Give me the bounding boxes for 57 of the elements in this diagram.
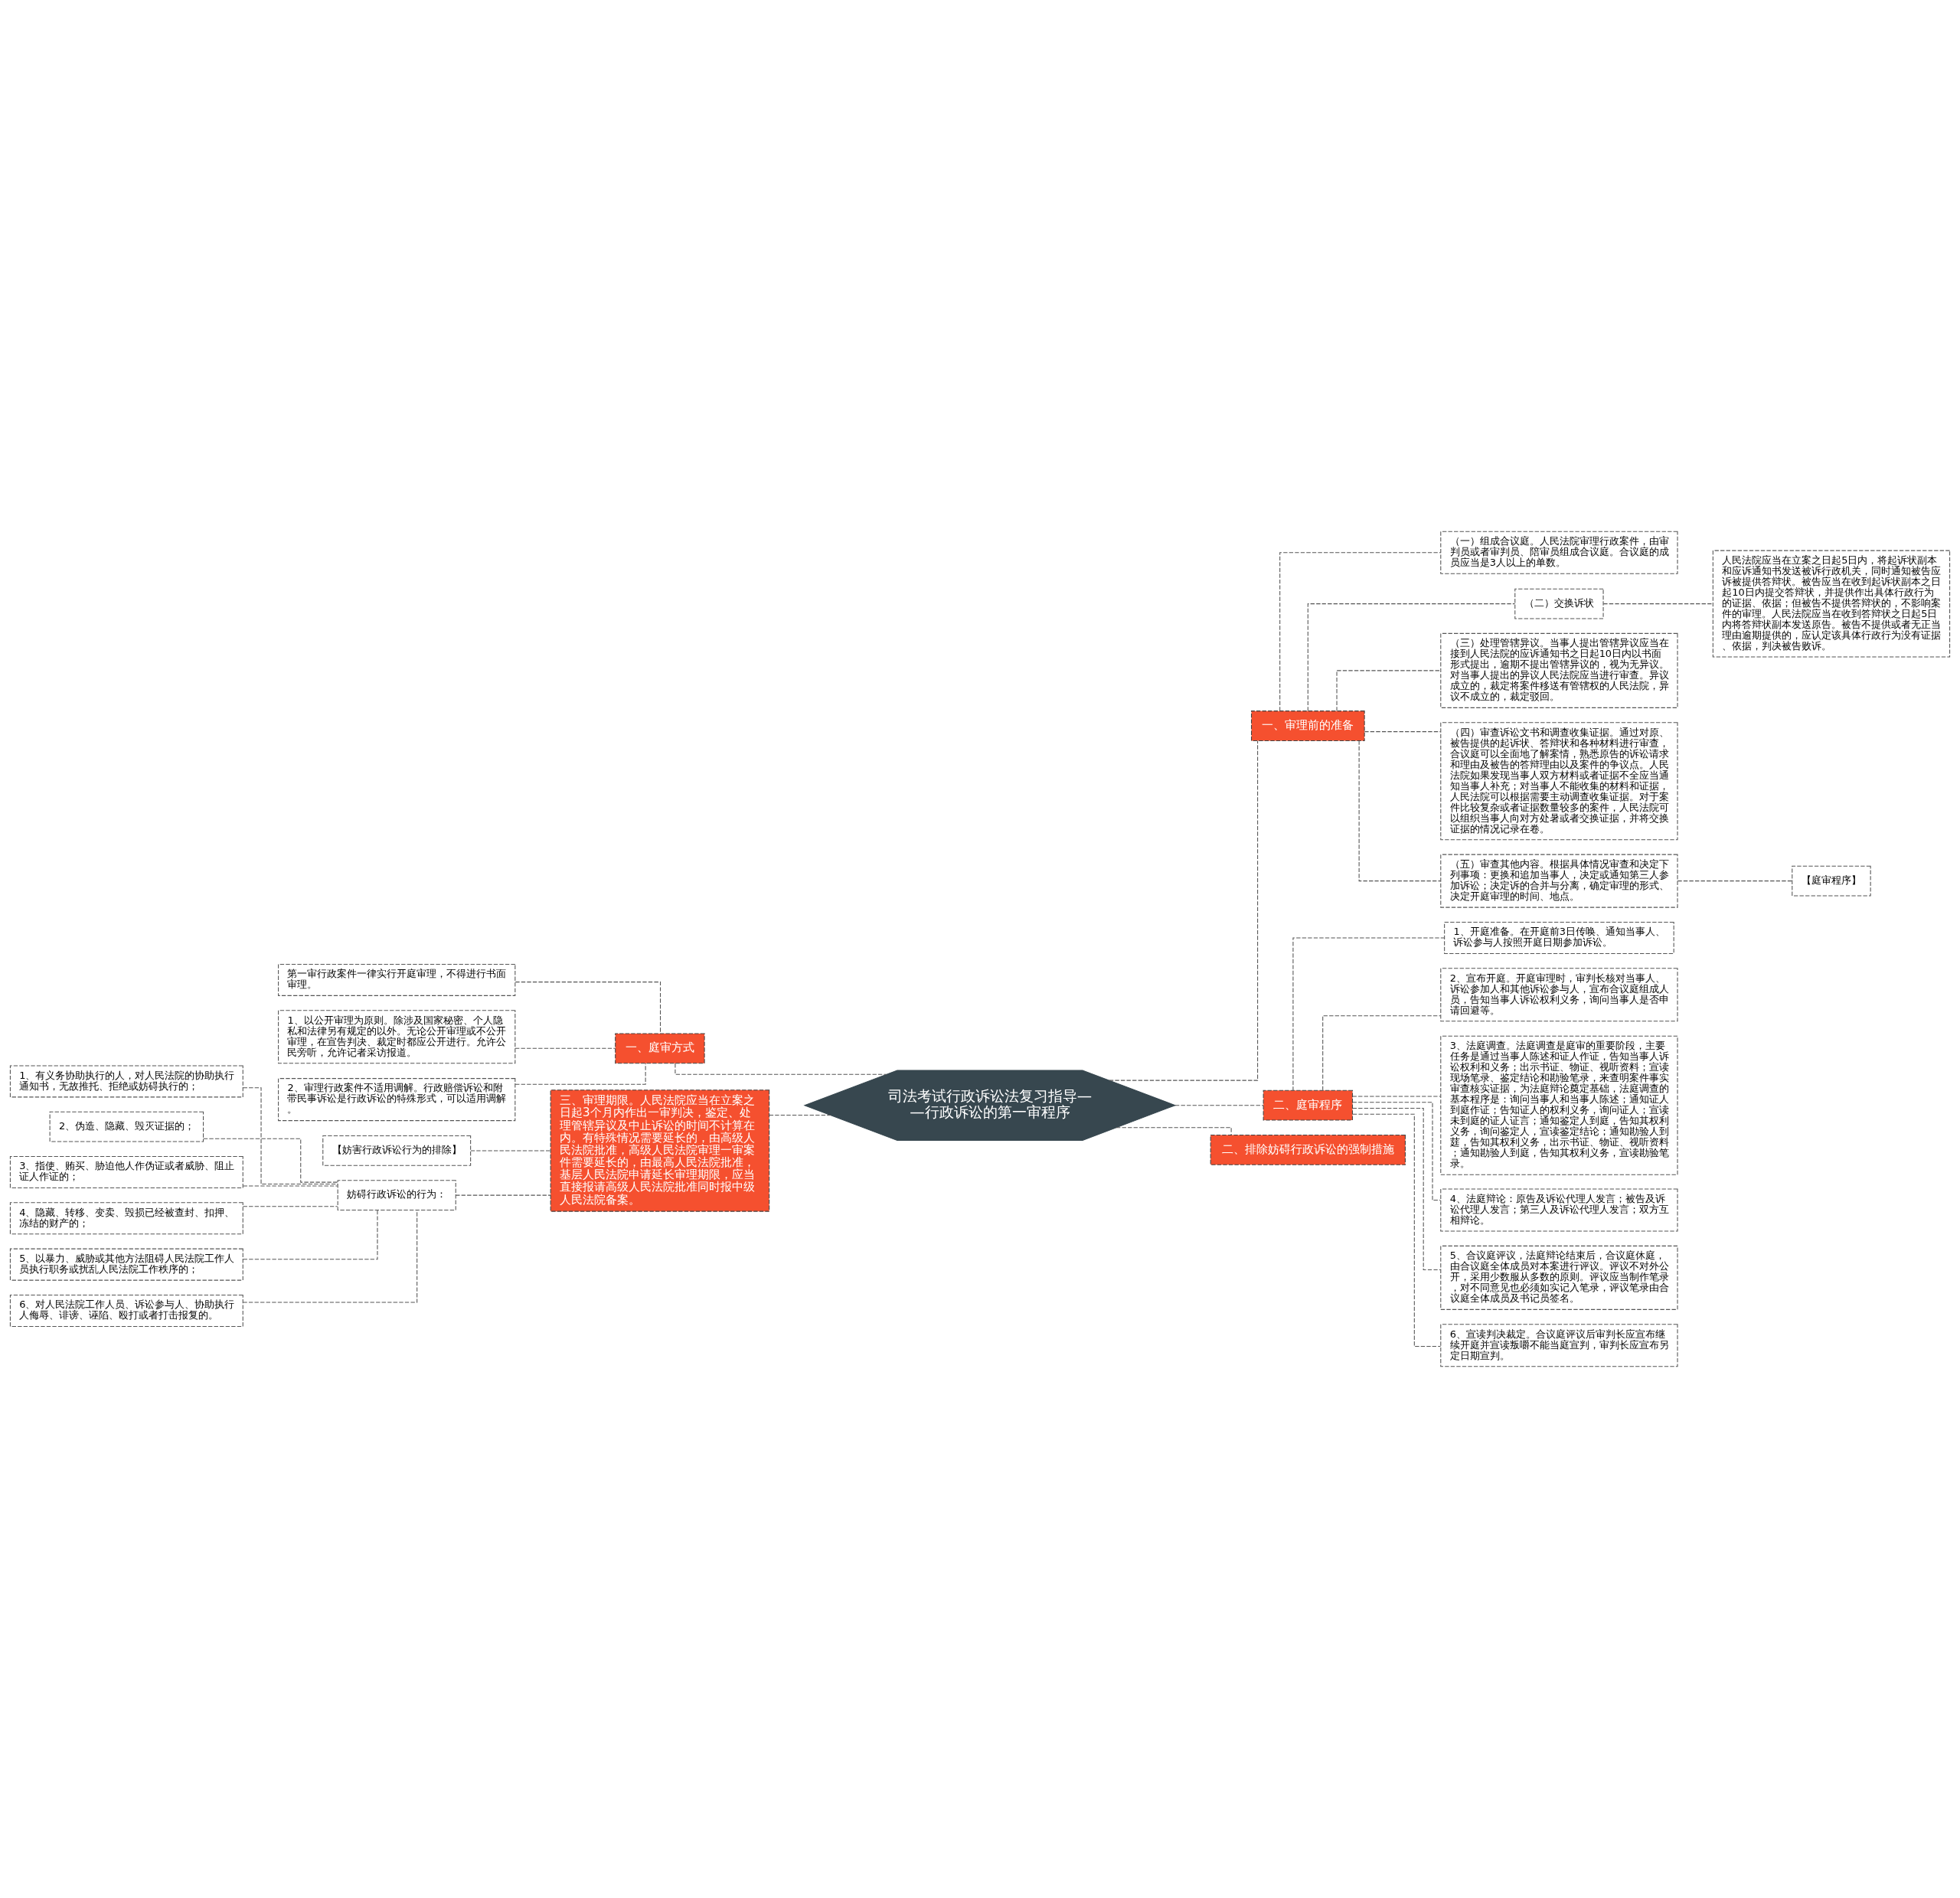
connector — [1358, 740, 1442, 882]
connector — [1292, 937, 1446, 1091]
node-box: （一）组成合议庭。人民法院审理行政案件，由审判员或者审判员、陪审员组成合议庭。合议庭的成员应当是3人以上的单数。 — [1440, 531, 1678, 574]
node-box: 2、宣布开庭。开庭审理时，审判长核对当事人、诉讼参加人和其他诉讼参与人，宣布合议庭组成人员，告知当事人诉讼权利义务，询问当事人是否申请回避等。 — [1440, 968, 1678, 1022]
connector — [514, 1047, 616, 1049]
connector — [1322, 1015, 1442, 1091]
connector — [203, 1138, 338, 1183]
connector — [675, 1063, 887, 1075]
node-box: 二、庭审程序 — [1263, 1089, 1354, 1121]
node-box: 【妨害行政诉讼行为的排除】 — [322, 1135, 472, 1166]
node-box: 二、排除妨碍行政诉讼的强制措施 — [1210, 1134, 1406, 1165]
connector — [1602, 603, 1713, 605]
connector — [1352, 1113, 1442, 1348]
connector — [769, 1115, 831, 1116]
node-box: （五）审查其他内容。根据具体情况审查和决定下列事项：更换和追加当事人，决定或通知第三人参加诉讼；决定诉的合并与分离，确定审理的形式、决定开庭审理的时间、地点。 — [1440, 854, 1678, 908]
node-box: 1、以公开审理为原则。除涉及国家秘密、个人隐私和法律另有规定的以外。无论公开审理或不公开审理，在宣告判决、裁定时都应公开进行。允许公民旁听，允许记者采访报道。 — [278, 1010, 516, 1064]
connector — [1116, 1127, 1232, 1135]
connector — [455, 1194, 551, 1196]
node-box: 6、宣读判决裁定。合议庭评议后审判长应宣布继续开庭并宣读叛嚼不能当庭宣判，审判长应宣布另定日期宣判。 — [1440, 1324, 1678, 1367]
node-box: 人民法院应当在立案之日起5日内，将起诉状副本和应诉通知书发送被诉行政机关，同时通知被告应诉被提供答辩状。被告应当在收到起诉状副本之日起10日内提交答辩状，并提供作出具体行政行为的证据、依据；但被告不提供答辩状的，不影响案件的审理。人民法院应当在收到答辩状之日起5日内将答辩状副本发送原告。被告不提供或者无正当理由逾期提供的，应认定该具体行政行为没有证据、依据，判决被告败诉。 — [1712, 550, 1951, 658]
connector — [1352, 1102, 1441, 1201]
node-box: 5、以暴力、威胁或其他方法阻碍人民法院工作人员执行职务或扰乱人民法院工作秩序的； — [9, 1248, 243, 1281]
node-box: 【庭审程序】 — [1792, 865, 1871, 897]
connector — [1174, 1105, 1264, 1106]
node-box: 1、开庭准备。在开庭前3日传唤、通知当事人、诉讼参与人按照开庭日期参加诉讼。 — [1444, 921, 1674, 954]
node-box: （三）处理管辖异议。当事人提出管辖异议应当在接到人民法院的应诉通知书之日起10日内以书面形式提出，逾期不提出管辖异议的，视为无异议。对当事人提出的异议人民法院应当进行审查。异议成立的，裁定将案件移送有管辖权的人民法院，异议不成立的，裁定驳回。 — [1440, 632, 1678, 708]
connector — [1677, 880, 1793, 882]
node-box: （二）交换诉状 — [1514, 588, 1604, 619]
connector — [1109, 740, 1259, 1081]
node-box: 妨碍行政诉讼的行为： — [337, 1180, 456, 1211]
connector — [514, 982, 662, 1034]
node-box: 第一审行政案件一律实行开庭审理，不得进行书面审理。 — [278, 963, 516, 996]
node-box: 一、庭审方式 — [615, 1033, 705, 1064]
connector — [243, 1206, 338, 1207]
node-box: 3、指使、贿买、胁迫他人作伪证或者威胁、阻止证人作证的； — [9, 1155, 243, 1188]
connector — [1352, 1108, 1442, 1270]
connector — [243, 1210, 378, 1260]
connector — [1336, 670, 1441, 711]
node-box: 2、审理行政案件不适用调解。行政赔偿诉讼和附带民事诉讼是行政诉讼的特殊形式，可以适用调解。 — [278, 1078, 516, 1122]
connector — [243, 1185, 338, 1187]
node-box: 4、隐藏、转移、变卖、毁损已经被查封、扣押、冻结的财产的； — [9, 1202, 243, 1235]
node-box: 三、审理期限。人民法院应当在立案之日起3个月内作出一审判决，鉴定、处理管辖异议及中止诉讼的时间不计算在内。有特殊情况需要延长的，由高级人民法院批准，高级人民法院审理一审案件需要延长的，由最高人民法院批准，基层人民法院申请延长审理期限，应当直接报请高级人民法院批准同时报中级人民法院备案。 — [550, 1089, 770, 1212]
node-box: 5、合议庭评议，法庭辩论结束后，合议庭休庭，由合议庭全体成员对本案进行评议。评议不对外公开，采用少数服从多数的原则。评议应当制作笔录，对不同意见也必须如实记入笔录，评议笔录由合议庭全体成员及书记员签名。 — [1440, 1245, 1678, 1310]
node-box: （四）审查诉讼文书和调查收集证据。通过对原、被告提供的起诉状、答辩状和各种材料进行审查，合议庭可以全面地了解案情，熟悉原告的诉讼请求和理由及被告的答辩理由以及案件的争议点。人民法院如果发现当事人双方材料或者证据不全应当通知当事人补充；对当事人不能收集的材料和证据，人民法院可以根据需要主动调查收集证据。对于案件比较复杂或者证据数量较多的案件，人民法院可以组织当事人向对方处暑或者交换证据，并将交换证据的情况记录在卷。 — [1440, 722, 1678, 841]
connector — [1352, 1096, 1442, 1097]
node-box: 2、伪造、隐藏、毁灭证据的； — [49, 1111, 204, 1142]
connector — [1307, 603, 1516, 712]
connector — [242, 1210, 418, 1303]
connector — [514, 1063, 646, 1085]
connector — [1279, 552, 1442, 711]
node-box: 一、审理前的准备 — [1251, 711, 1365, 741]
node-box: 1、有义务协助执行的人，对人民法院的协助执行通知书，无故推托、拒绝或妨碍执行的； — [9, 1065, 243, 1098]
connector — [470, 1150, 551, 1152]
node-box: 3、法庭调查。法庭调查是庭审的重要阶段，主要任务是通过当事人陈述和证人作证，告知当事人诉讼权利和义务；出示书证、物证、视听资料；宣读现场笔录、鉴定结论和勘验笔录，来查明案件事实审查核实证据，为法庭辩论奠定基础，法庭调查的基本程序是：询问当事人和当事人陈述；通知证人到庭作证；告知证人的权利义务，询问证人；宣读未到庭的证人证言；通知鉴定人到庭，告知其权利义务，询问鉴定人，宣读鉴定结论；通知勘验人到莛，告知其权利义务，出示书证、物证、视听资料；通知勘验人到庭，告知其权利义务，宣读勘验笔录。 — [1440, 1035, 1678, 1175]
node-box: 6、对人民法院工作人员、诉讼参与人、协助执行人侮辱、诽谤、诬陷、殴打或者打击报复的。 — [9, 1294, 243, 1327]
node-box: 4、法庭辩论：原告及诉讼代理人发言；被告及诉讼代理人发言；第三人及诉讼代理人发言；双方互相辩论。 — [1440, 1188, 1678, 1232]
connector — [1364, 731, 1442, 733]
